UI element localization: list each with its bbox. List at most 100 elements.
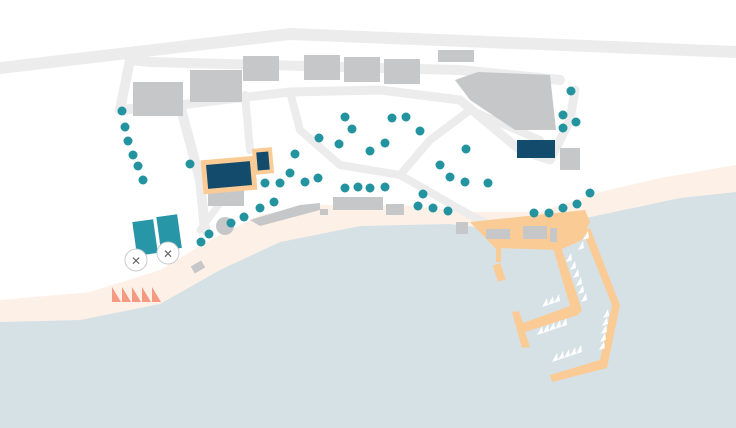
tree-icon: [571, 117, 581, 127]
tree-icon: [443, 206, 453, 216]
tree-icon: [300, 177, 310, 187]
tree-icon: [138, 175, 148, 185]
tree-icon: [275, 178, 285, 188]
boat-icon: [599, 341, 605, 350]
sea: [0, 192, 736, 428]
tree-icon: [365, 146, 375, 156]
sailboat-icon: [112, 287, 121, 302]
tree-icon: [340, 183, 350, 193]
building: [344, 57, 380, 82]
tree-icon: [347, 124, 357, 134]
tree-icon: [544, 208, 554, 218]
sailboat-icon: [152, 287, 161, 302]
building-dark: [517, 140, 555, 158]
tennis-courts: [131, 213, 183, 257]
building: [133, 82, 183, 116]
sailboat-icon: [122, 287, 131, 302]
tree-icon: [128, 150, 138, 160]
boat-icon: [542, 298, 548, 307]
boat-icon: [570, 347, 576, 356]
boats: [537, 231, 609, 362]
tennis-court: [131, 218, 159, 257]
tree-icon: [334, 139, 344, 149]
pier: [512, 244, 582, 348]
boat-icon: [554, 294, 560, 303]
tree-icon: [226, 218, 236, 228]
tree-icon: [290, 149, 300, 159]
tree-icon: [120, 122, 130, 132]
svg-text:✕: ✕: [131, 254, 141, 268]
tennis-icon[interactable]: ✕: [156, 241, 180, 265]
boat-icon: [561, 318, 567, 327]
boat-icon: [602, 317, 608, 326]
building: [438, 50, 474, 62]
building: [304, 55, 340, 80]
tennis-icon[interactable]: ✕: [124, 248, 148, 272]
tree-icon: [196, 237, 206, 247]
pier: [550, 228, 620, 382]
trees: [117, 86, 595, 247]
building: [190, 70, 242, 102]
tree-icon: [428, 203, 438, 213]
boat-icon: [549, 322, 555, 331]
tree-icon: [558, 110, 568, 120]
building: [560, 148, 580, 170]
boat-icon: [566, 253, 572, 262]
tree-icon: [387, 113, 397, 123]
pier: [496, 248, 501, 262]
boat-icon: [555, 320, 561, 329]
tree-icon: [204, 229, 214, 239]
tree-icon: [365, 183, 375, 193]
building: [250, 203, 320, 226]
pool-complex: [200, 147, 275, 195]
boat-icon: [573, 269, 579, 278]
tree-icon: [340, 112, 350, 122]
tree-icon: [260, 178, 270, 188]
building: [455, 72, 556, 130]
tree-icon: [133, 161, 143, 171]
tree-icon: [585, 188, 595, 198]
boat-icon: [576, 345, 582, 354]
boat-icon: [537, 326, 543, 335]
tree-icon: [123, 136, 133, 146]
boat-icon: [548, 296, 554, 305]
tree-icon: [401, 112, 411, 122]
tree-icon: [415, 126, 425, 136]
tree-icon: [558, 123, 568, 133]
boat-icon: [558, 351, 564, 360]
tree-icon: [185, 159, 195, 169]
sailboat-icon: [132, 287, 141, 302]
tree-icon: [435, 160, 445, 170]
tree-icon: [255, 203, 265, 213]
building: [384, 59, 420, 84]
boat-icon: [552, 353, 558, 362]
boat-icon: [543, 324, 549, 333]
sailboat-icon: [142, 287, 151, 302]
tree-icon: [313, 173, 323, 183]
boat-icon: [583, 231, 589, 240]
tree-icon: [445, 172, 455, 182]
pool: [206, 161, 252, 189]
building: [190, 260, 206, 274]
building: [208, 190, 244, 206]
tree-icon: [566, 86, 576, 96]
tree-icon: [572, 199, 582, 209]
tree-icon: [529, 208, 539, 218]
pier: [492, 263, 506, 282]
tree-icon: [239, 212, 249, 222]
building: [456, 222, 468, 234]
boat-icon: [603, 309, 609, 318]
building: [333, 197, 383, 210]
tree-icon: [483, 178, 493, 188]
tree-icon: [117, 106, 127, 116]
boat-icon: [581, 293, 587, 302]
tree-icon: [558, 203, 568, 213]
boat-icon: [564, 349, 570, 358]
marina-buildings: [486, 226, 557, 242]
tree-icon: [285, 168, 295, 178]
building: [320, 209, 328, 215]
tree-icon: [380, 182, 390, 192]
tree-icon: [353, 182, 363, 192]
tree-icon: [269, 197, 279, 207]
